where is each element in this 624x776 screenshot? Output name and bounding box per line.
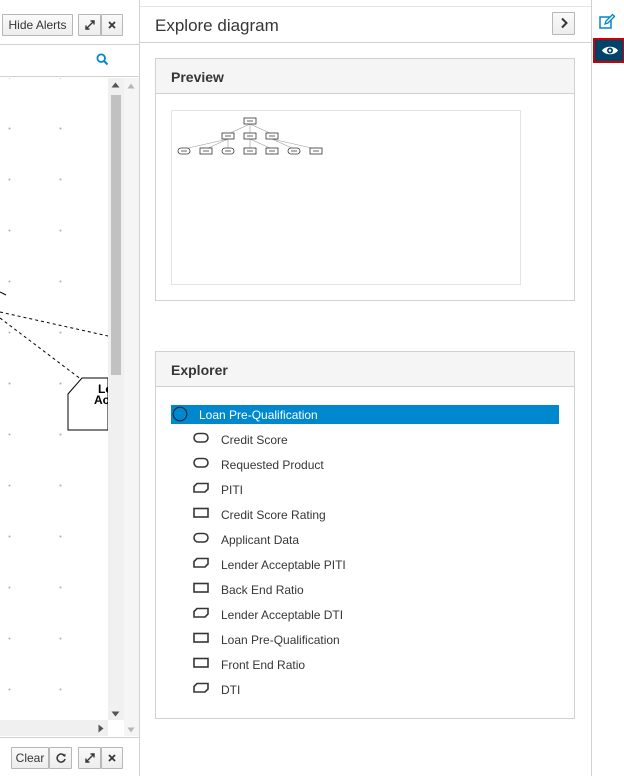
- decision-icon: [193, 507, 209, 518]
- clear-button[interactable]: Clear: [11, 747, 49, 769]
- hide-alerts-button[interactable]: Hide Alerts: [2, 14, 73, 36]
- refresh-button[interactable]: [49, 747, 72, 769]
- bottom-maximize-button[interactable]: [78, 747, 101, 769]
- explorer-title: Explorer: [156, 352, 574, 387]
- tree-item-label: Loan Pre-Qualification: [221, 633, 340, 647]
- explore-diagram-header: Explore diagram: [140, 6, 591, 43]
- explore-diagram-panel: Explore diagram Preview: [140, 0, 591, 776]
- tree-item-lender-acceptable-piti[interactable]: Lender Acceptable PITI: [193, 555, 493, 574]
- scroll-gutter: [124, 78, 139, 736]
- diagram-preview-thumbnail[interactable]: [171, 110, 521, 285]
- search-icon[interactable]: [96, 53, 109, 66]
- bkm-icon: [193, 557, 209, 568]
- tree-item-label: Credit Score: [221, 433, 288, 447]
- input-data-icon: [193, 432, 209, 443]
- outer-scroll-up-icon[interactable]: [127, 83, 135, 89]
- canvas-node-label-line2: Acc: [93, 393, 108, 407]
- close-icon: [108, 754, 116, 762]
- tree-item-lender-acceptable-dti[interactable]: Lender Acceptable DTI: [193, 605, 493, 624]
- canvas-node-label-line1: Le: [97, 382, 108, 396]
- tree-item-loan-pre-qualification[interactable]: Loan Pre-Qualification: [193, 630, 493, 649]
- canvas-node-shape[interactable]: [67, 377, 108, 431]
- tree-item-label: Back End Ratio: [221, 583, 304, 597]
- tree-root-item[interactable]: Loan Pre-Qualification: [171, 405, 559, 424]
- canvas-connectors: [0, 291, 108, 431]
- explorer-card: Explorer Loan Pre-Qualification Credit S…: [155, 351, 575, 719]
- decision-icon: [193, 632, 209, 643]
- preview-title: Preview: [156, 59, 574, 94]
- canvas-node-label: Le Acc: [85, 382, 108, 407]
- properties-tool-button[interactable]: [598, 13, 620, 33]
- tree-item-label: Front End Ratio: [221, 658, 306, 672]
- scroll-up-icon[interactable]: [111, 82, 120, 88]
- outer-scroll-down-icon[interactable]: [127, 727, 135, 733]
- horizontal-scrollbar[interactable]: [0, 720, 108, 736]
- panel-title: Explore diagram: [155, 16, 279, 35]
- vertical-scrollbar[interactable]: [108, 78, 124, 720]
- tree-item-label: PITI: [221, 483, 244, 497]
- chevron-right-icon: [560, 17, 568, 29]
- collapse-panel-button[interactable]: [552, 12, 575, 35]
- bkm-icon: [193, 682, 209, 693]
- edit-icon: [599, 13, 616, 29]
- refresh-icon: [55, 753, 66, 763]
- vertical-scroll-thumb[interactable]: [111, 95, 121, 375]
- tree-item-label: Requested Product: [221, 458, 324, 472]
- tree-item-label: DTI: [221, 683, 241, 697]
- scroll-down-icon[interactable]: [111, 711, 120, 717]
- preview-card: Preview: [155, 58, 575, 301]
- dmn-diagram-icon: [172, 406, 188, 422]
- expand-icon: [84, 753, 95, 763]
- tree-item-label: Lender Acceptable DTI: [221, 608, 344, 622]
- bottom-toolbar: Clear: [0, 737, 139, 776]
- maximize-button[interactable]: [78, 14, 101, 36]
- explore-tool-button[interactable]: [593, 38, 624, 63]
- preview-minimap: [177, 117, 323, 155]
- tree-item-label: Applicant Data: [221, 533, 300, 547]
- tree-item-dti[interactable]: DTI: [193, 680, 493, 699]
- tree-item-credit-score[interactable]: Credit Score: [193, 430, 493, 449]
- tree-item-piti[interactable]: PITI: [193, 480, 493, 499]
- bkm-icon: [193, 482, 209, 493]
- input-data-icon: [193, 457, 209, 468]
- tree-item-back-end-ratio[interactable]: Back End Ratio: [193, 580, 493, 599]
- close-button[interactable]: [101, 14, 123, 36]
- diagram-search-bar[interactable]: [0, 44, 139, 77]
- tree-item-applicant-data[interactable]: Applicant Data: [193, 530, 493, 549]
- tree-item-label: Credit Score Rating: [221, 508, 326, 522]
- tree-root-label: Loan Pre-Qualification: [199, 408, 318, 422]
- tree-item-credit-score-rating[interactable]: Credit Score Rating: [193, 505, 493, 524]
- expand-icon: [84, 20, 95, 30]
- bottom-close-button[interactable]: [101, 747, 123, 769]
- eye-icon: [602, 46, 618, 55]
- decision-icon: [193, 657, 209, 668]
- right-side-toolbar: [591, 0, 624, 776]
- scroll-right-icon[interactable]: [98, 724, 104, 733]
- input-data-icon: [193, 532, 209, 543]
- bkm-icon: [193, 607, 209, 618]
- diagram-canvas[interactable]: Le Acc: [0, 78, 108, 720]
- tree-item-requested-product[interactable]: Requested Product: [193, 455, 493, 474]
- close-icon: [108, 21, 116, 29]
- decision-icon: [193, 582, 209, 593]
- tree-item-front-end-ratio[interactable]: Front End Ratio: [193, 655, 493, 674]
- tree-item-label: Lender Acceptable PITI: [221, 558, 346, 572]
- diagram-editor-panel: Hide Alerts Le Acc Clear: [0, 0, 140, 776]
